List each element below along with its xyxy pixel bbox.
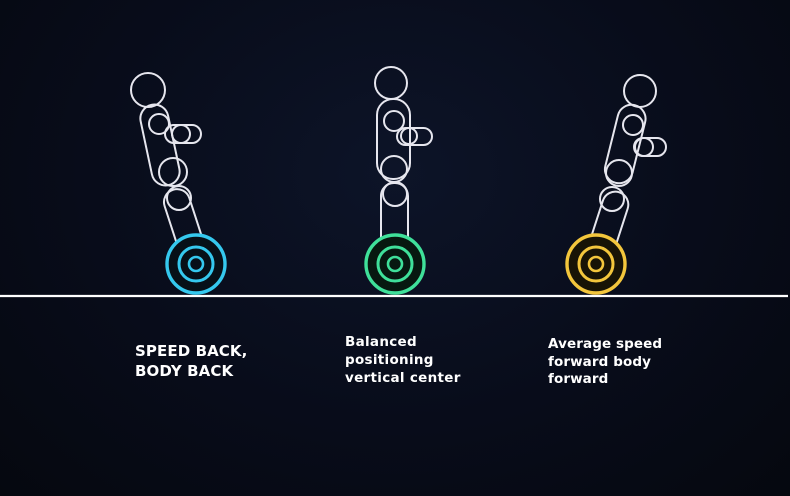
rider-knee: [599, 186, 625, 212]
rider-torso: [603, 103, 647, 185]
rider-shoulder: [148, 113, 170, 135]
caption-line: Average speed: [548, 336, 663, 352]
rider-hip: [158, 157, 188, 187]
wheel-back: [165, 233, 227, 295]
rider-hand: [171, 124, 191, 144]
caption-line: vertical center: [345, 370, 461, 386]
rider-head: [374, 66, 408, 100]
rider-shoulder: [622, 114, 644, 136]
rider-hand: [400, 127, 418, 145]
rider-hip: [605, 159, 633, 187]
caption-line: SPEED BACK,: [135, 342, 248, 360]
rider-hand: [634, 137, 654, 157]
rider-figure-forward: [585, 74, 667, 267]
caption-line: forward: [548, 371, 609, 387]
wheel-balanced: [364, 233, 426, 295]
rider-arm: [396, 127, 433, 146]
caption-line: forward body: [548, 353, 652, 370]
rider-shoulder: [383, 110, 405, 132]
caption-balanced: Balanced positioning vertical center: [345, 333, 461, 387]
caption-line: Balanced: [345, 334, 417, 350]
rider-head: [623, 74, 657, 108]
caption-line: positioning: [345, 352, 434, 368]
rider-torso: [376, 98, 411, 180]
rider-head: [130, 72, 166, 108]
wheel-forward: [565, 233, 627, 295]
caption-speed-back: SPEED BACK, BODY BACK: [135, 341, 247, 381]
caption-line: BODY BACK: [135, 362, 234, 380]
rider-knee: [166, 185, 192, 211]
rider-figure-back: [130, 72, 207, 264]
caption-speed-forward: Average speed forward body forward: [548, 336, 662, 389]
